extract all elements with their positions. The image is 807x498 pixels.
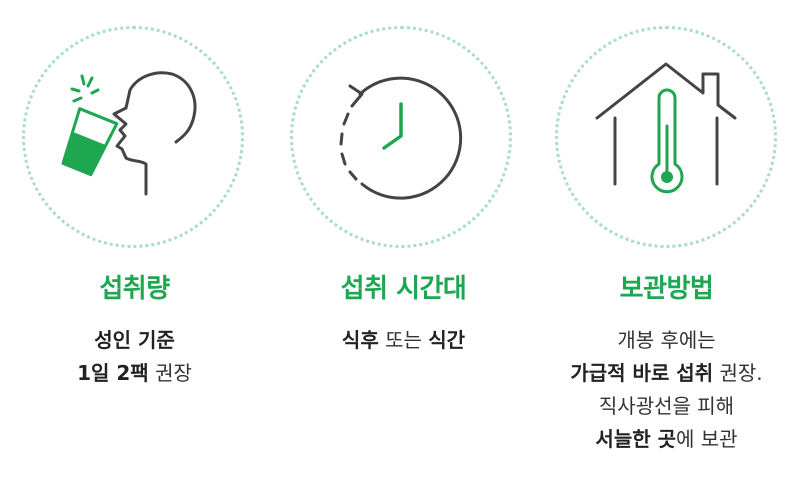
house-thermometer-icon — [595, 62, 737, 194]
desc-text-bold: 식후 — [341, 328, 379, 352]
desc-text-bold: 서늘한 곳 — [595, 427, 676, 451]
desc-text-bold: 성인 기준 — [94, 328, 175, 352]
desc-text-bold: 1일 2팩 — [77, 361, 149, 385]
desc-line: 가급적 바로 섭취 권장. — [532, 357, 801, 390]
desc-line: 개봉 후에는 — [532, 324, 801, 357]
card-timing: 섭취 시간대 식후 또는 식간 — [269, 0, 538, 498]
card-title: 보관방법 — [619, 274, 714, 304]
desc-line: 서늘한 곳에 보관 — [532, 423, 801, 456]
card-description: 개봉 후에는 가급적 바로 섭취 권장. 직사광선을 피해 서늘한 곳에 보관 — [532, 324, 801, 456]
card-title: 섭취량 — [99, 274, 170, 304]
card-title: 섭취 시간대 — [340, 274, 467, 304]
dotted-circle — [290, 26, 512, 248]
desc-line: 성인 기준 — [0, 324, 269, 357]
card-intake: 섭취량 성인 기준 1일 2팩 권장 — [0, 0, 269, 498]
card-storage: 보관방법 개봉 후에는 가급적 바로 섭취 권장. 직사광선을 피해 서늘한 곳… — [538, 0, 807, 498]
desc-text: 직사광선을 피해 — [598, 394, 735, 418]
desc-text: 개봉 후에는 — [617, 328, 716, 352]
dotted-circle — [555, 26, 777, 248]
desc-text-bold: 식간 — [428, 328, 466, 352]
desc-text: 또는 — [378, 328, 429, 352]
desc-line: 직사광선을 피해 — [532, 390, 801, 423]
desc-text: 권장 — [148, 361, 192, 385]
dotted-circle — [22, 26, 244, 248]
card-description: 식후 또는 식간 — [269, 324, 538, 357]
desc-line: 1일 2팩 권장 — [0, 357, 269, 390]
desc-text: 에 보관 — [676, 427, 738, 451]
desc-line: 식후 또는 식간 — [269, 324, 538, 357]
desc-text-bold: 가급적 바로 섭취 — [570, 361, 714, 385]
desc-text: 권장. — [713, 361, 763, 385]
card-description: 성인 기준 1일 2팩 권장 — [0, 324, 269, 390]
drinking-icon — [61, 71, 197, 196]
clock-icon — [339, 76, 463, 200]
